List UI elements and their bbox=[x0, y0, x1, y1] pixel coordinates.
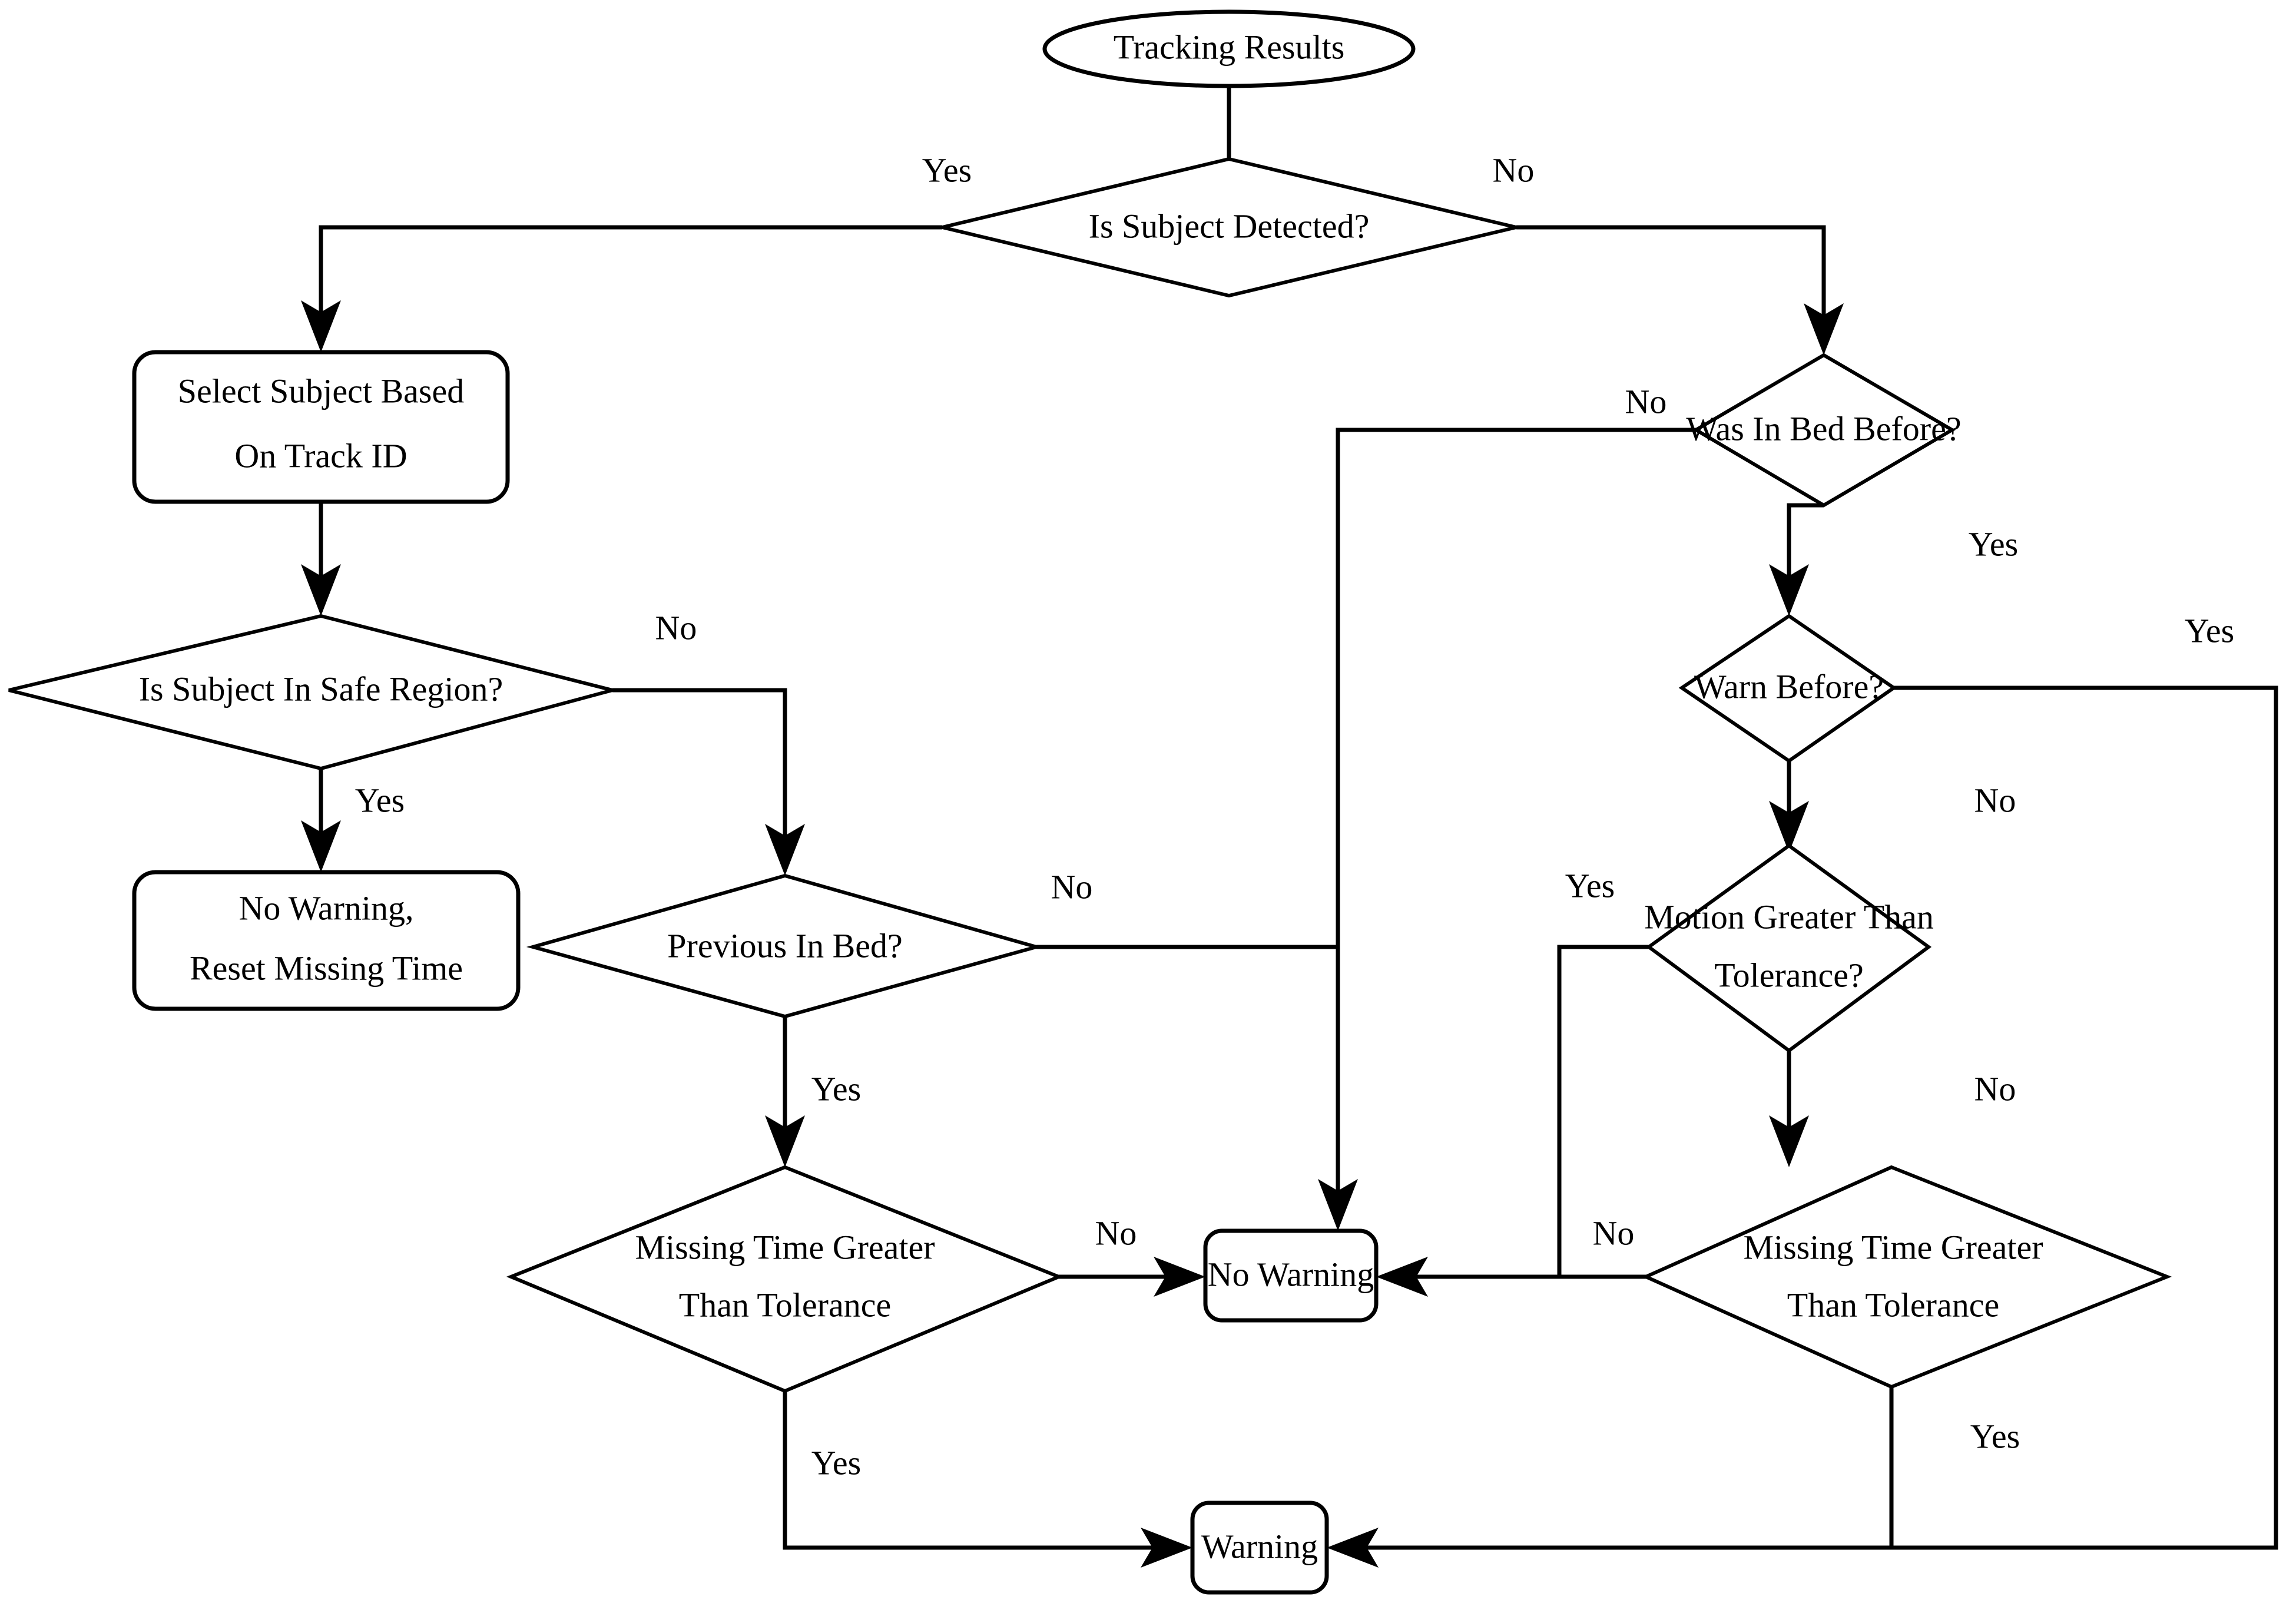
edge-label-safe-region-yes: Yes bbox=[355, 781, 405, 819]
edge-label-previous-in-bed-yes: Yes bbox=[811, 1069, 861, 1108]
node-label-is-subject-in-safe-region: Is Subject In Safe Region? bbox=[139, 670, 503, 708]
edge-label-missing-right-no: No bbox=[1593, 1214, 1635, 1252]
node-motion-greater[interactable]: Motion Greater Than Tolerance? bbox=[1644, 843, 1934, 1053]
node-label-motion-greater-line1: Motion Greater Than bbox=[1644, 897, 1934, 936]
edge-label-missing-right-yes: Yes bbox=[1970, 1417, 2020, 1455]
edge-label-was-in-bed-yes: Yes bbox=[1969, 525, 2018, 563]
edge-label-detected-no: No bbox=[1493, 151, 1535, 189]
node-previous-in-bed[interactable]: Previous In Bed? bbox=[526, 873, 1043, 1019]
node-label-tracking-results: Tracking Results bbox=[1114, 28, 1345, 66]
edge-select-to-safe-region bbox=[301, 502, 341, 616]
node-select-subject[interactable]: Select Subject Based On Track ID bbox=[132, 350, 510, 504]
edge-label-missing-left-no: No bbox=[1095, 1214, 1137, 1252]
edge-previous-in-bed-yes bbox=[765, 1016, 805, 1167]
edge-label-motion-no: No bbox=[1974, 1069, 2016, 1108]
node-is-subject-detected[interactable]: Is Subject Detected? bbox=[942, 157, 1517, 298]
node-was-in-bed-before[interactable]: Was In Bed Before? bbox=[1686, 353, 1962, 508]
node-is-subject-in-safe-region[interactable]: Is Subject In Safe Region? bbox=[8, 614, 619, 771]
node-label-missing-time-left-line1: Missing Time Greater bbox=[635, 1228, 935, 1266]
edge-label-warn-before-no: No bbox=[1974, 781, 2016, 819]
node-label-select-subject-line2: On Track ID bbox=[234, 436, 407, 475]
node-warn-before[interactable]: Warn Before? bbox=[1678, 614, 1897, 763]
edge-missing-left-yes bbox=[783, 1391, 1192, 1568]
node-no-warning-reset[interactable]: No Warning, Reset Missing Time bbox=[132, 870, 521, 1011]
node-warning[interactable]: Warning bbox=[1190, 1501, 1329, 1595]
edge-was-in-bed-yes bbox=[1769, 503, 1824, 616]
node-label-warn-before: Warn Before? bbox=[1694, 667, 1884, 706]
edge-label-warn-before-yes: Yes bbox=[2185, 611, 2234, 650]
node-label-is-subject-detected: Is Subject Detected? bbox=[1089, 207, 1370, 245]
edge-was-in-bed-no bbox=[1318, 428, 1696, 1231]
edge-detected-yes bbox=[301, 225, 942, 352]
edge-label-detected-yes: Yes bbox=[922, 151, 972, 189]
edge-safe-region-yes bbox=[301, 769, 341, 872]
node-label-select-subject-line1: Select Subject Based bbox=[178, 372, 464, 410]
edge-motion-yes bbox=[1376, 945, 1665, 1297]
edge-warn-before-no bbox=[1769, 761, 1809, 853]
edge-label-previous-in-bed-no: No bbox=[1051, 867, 1093, 906]
node-label-no-warning: No Warning bbox=[1208, 1255, 1374, 1293]
node-tracking-results[interactable]: Tracking Results bbox=[1042, 9, 1416, 88]
edge-warn-before-yes bbox=[1327, 685, 2278, 1568]
edge-label-safe-region-no: No bbox=[655, 608, 697, 647]
node-missing-time-left[interactable]: Missing Time Greater Than Tolerance bbox=[506, 1165, 1063, 1393]
node-missing-time-right[interactable]: Missing Time Greater Than Tolerance bbox=[1641, 1165, 2172, 1389]
edge-label-missing-left-yes: Yes bbox=[811, 1443, 861, 1482]
edge-motion-no bbox=[1769, 1049, 1809, 1167]
node-label-motion-greater-line2: Tolerance? bbox=[1714, 956, 1864, 994]
node-label-warning: Warning bbox=[1201, 1527, 1318, 1565]
node-label-missing-time-right-line1: Missing Time Greater bbox=[1743, 1228, 2043, 1266]
node-label-was-in-bed-before: Was In Bed Before? bbox=[1686, 409, 1961, 448]
edge-detected-no bbox=[1516, 225, 1844, 355]
edge-label-was-in-bed-no: No bbox=[1625, 382, 1667, 420]
node-no-warning[interactable]: No Warning bbox=[1203, 1228, 1379, 1323]
node-label-missing-time-right-line2: Than Tolerance bbox=[1787, 1286, 1999, 1324]
node-label-previous-in-bed: Previous In Bed? bbox=[667, 926, 903, 965]
edge-label-motion-yes: Yes bbox=[1565, 866, 1615, 905]
node-label-no-warning-reset-line1: No Warning, bbox=[238, 889, 413, 927]
edge-safe-region-no bbox=[612, 688, 805, 876]
node-label-missing-time-left-line2: Than Tolerance bbox=[679, 1286, 891, 1324]
node-label-no-warning-reset-line2: Reset Missing Time bbox=[190, 949, 463, 987]
